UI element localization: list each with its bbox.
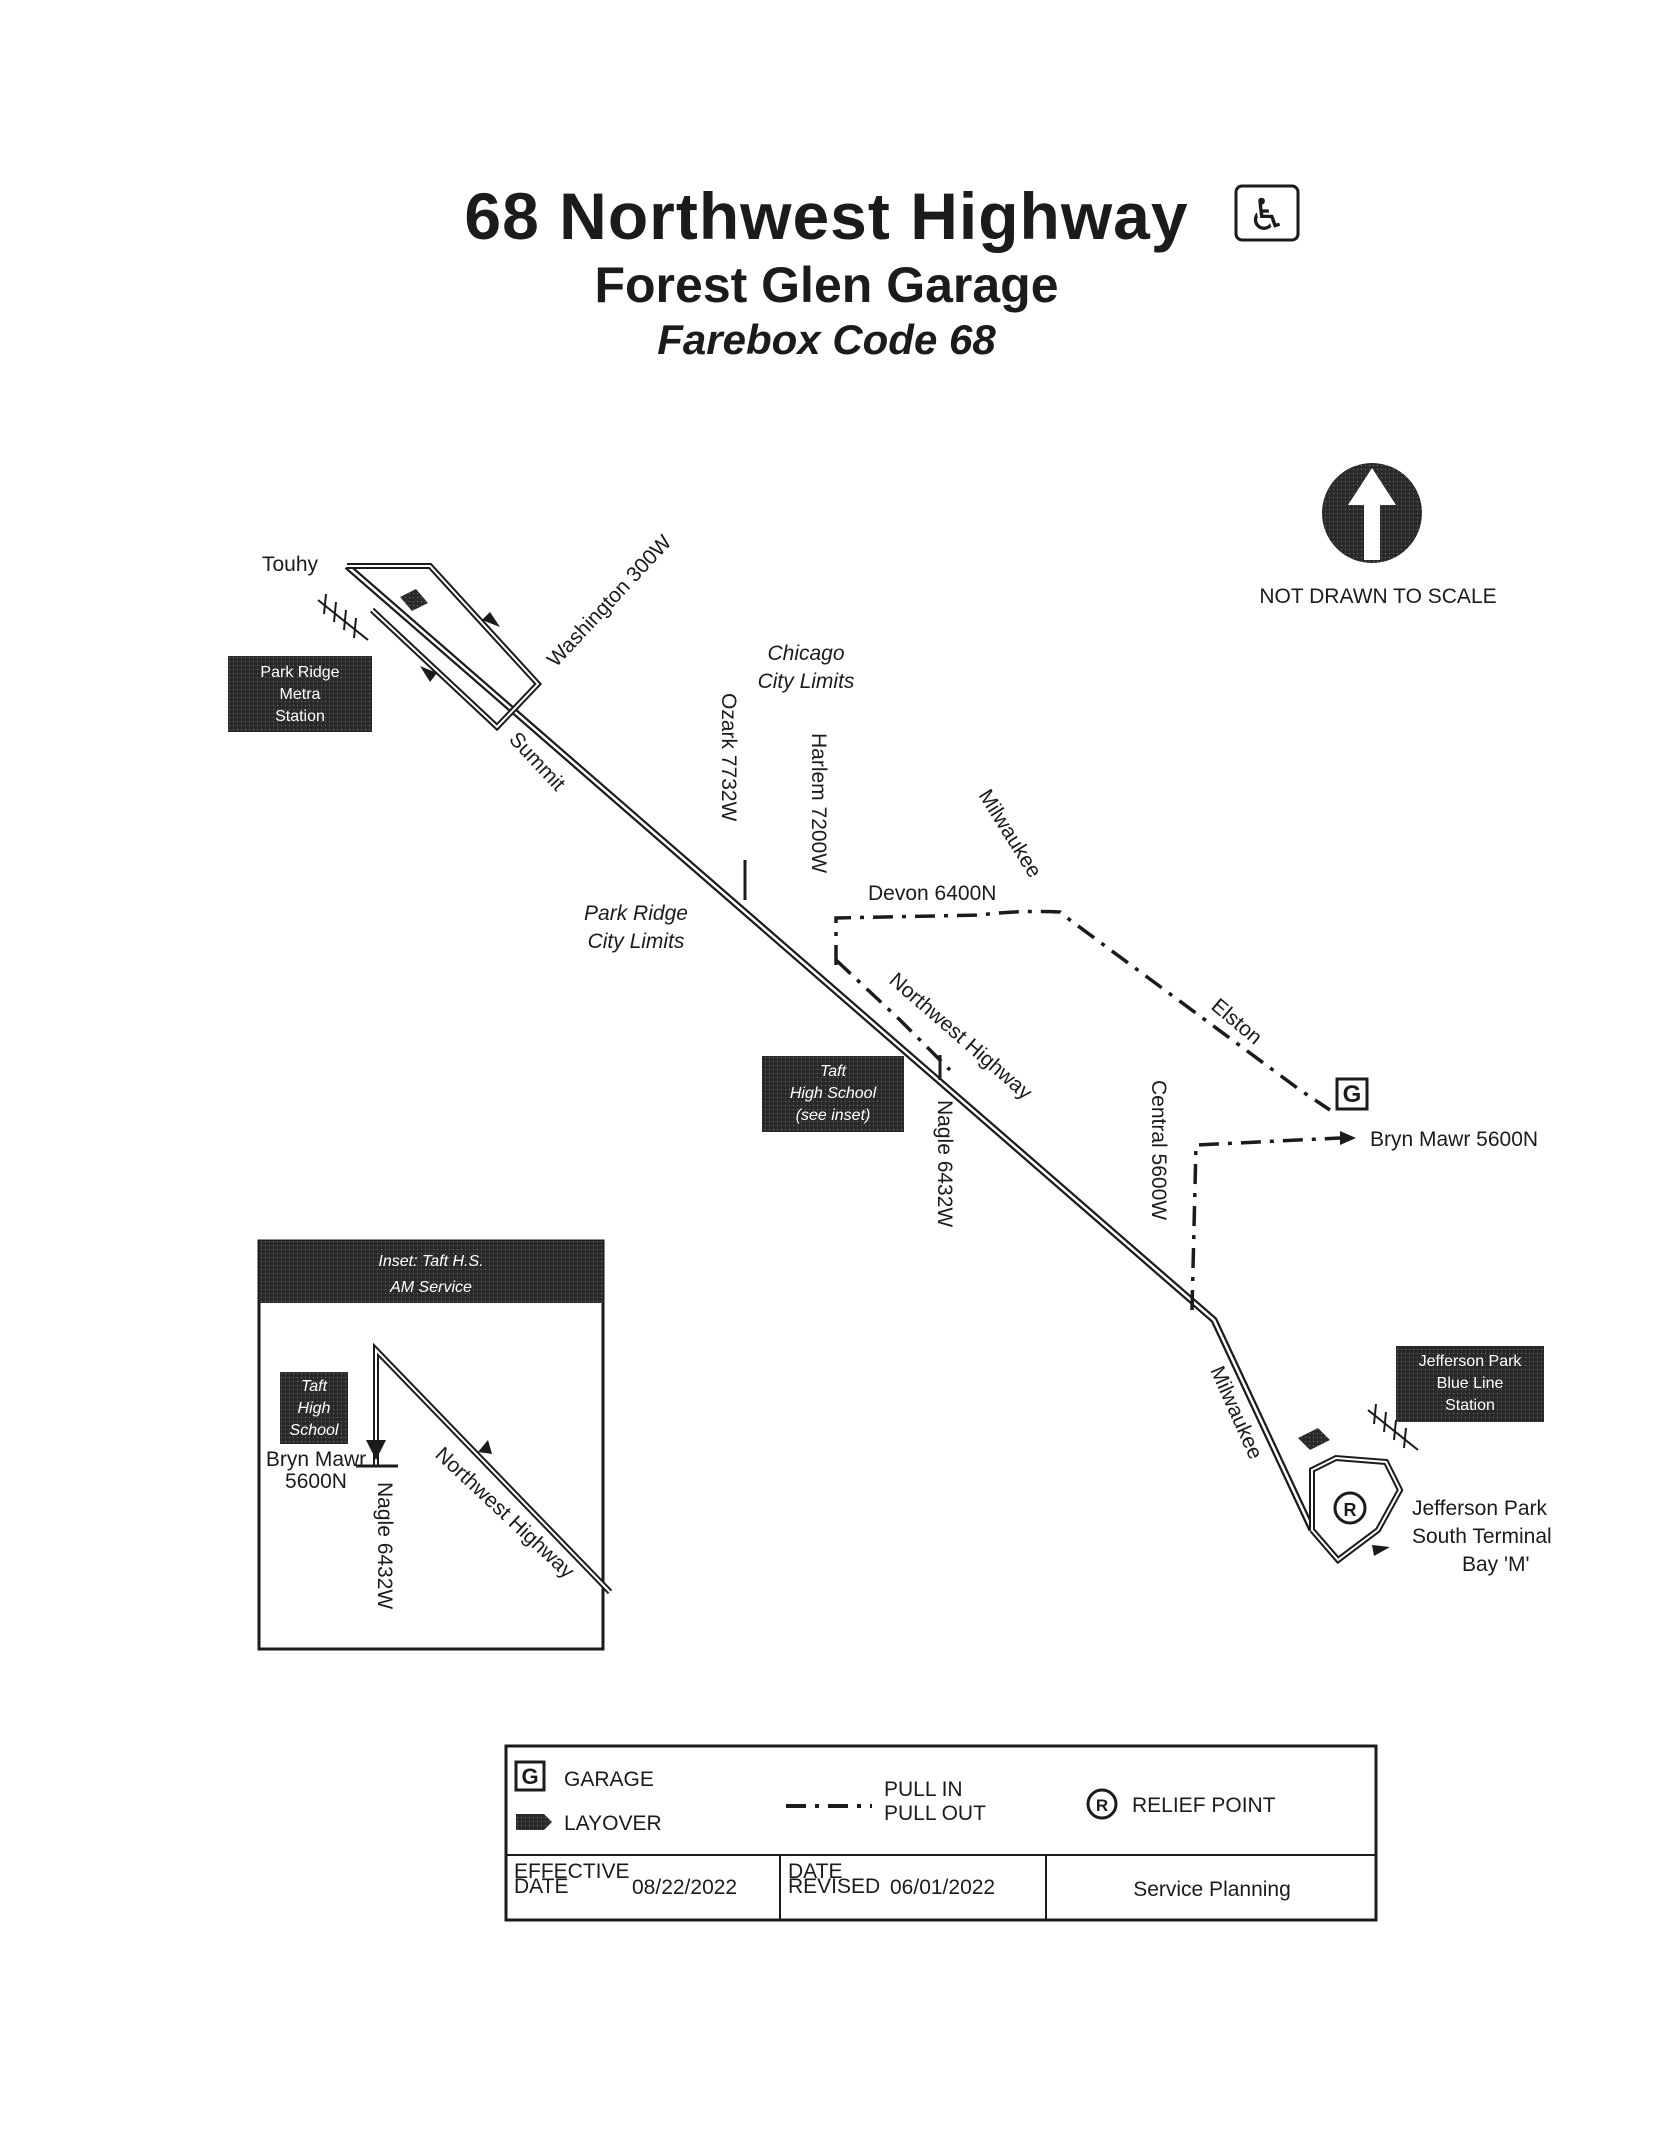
legend-box: G GARAGE LAYOVER PULL IN PULL OUT R RELI… [504, 1744, 1378, 1922]
svg-text:Taft: Taft [301, 1378, 328, 1395]
pull-in-pull-out-lines [834, 909, 1341, 1311]
label-terminal-1: Jefferson Park [1412, 1497, 1548, 1520]
accessible-icon: ♿ [1234, 184, 1300, 242]
inset-nagle: Nagle 6432W [373, 1482, 396, 1609]
inset-bryn-mawr-1: Bryn Mawr [266, 1448, 366, 1471]
label-central: Central 5600W [1147, 1080, 1170, 1220]
svg-text:Metra: Metra [280, 686, 321, 703]
svg-text:R: R [1344, 1500, 1357, 1520]
legend-pull-out: PULL OUT [884, 1802, 986, 1825]
svg-text:G: G [1343, 1081, 1362, 1108]
legend-layover-label: LAYOVER [564, 1812, 662, 1835]
label-summit: Summit [504, 728, 569, 796]
label-harlem: Harlem 7200W [807, 733, 830, 873]
svg-text:Taft: Taft [820, 1063, 847, 1080]
park-ridge-metra-box: Park Ridge Metra Station [228, 656, 372, 732]
legend-revised-label-1: DATE [788, 1860, 842, 1883]
legend-department: Service Planning [1133, 1878, 1291, 1901]
svg-text:Station: Station [1445, 1397, 1495, 1414]
svg-text:(see inset): (see inset) [796, 1107, 871, 1124]
label-nagle: Nagle 6432W [933, 1100, 956, 1227]
garage-icon: G [1335, 1077, 1369, 1111]
farebox-code: Farebox Code 68 [657, 316, 996, 363]
legend-pull-in: PULL IN [884, 1778, 963, 1801]
label-touhy: Touhy [262, 553, 319, 576]
north-arrow-icon [1322, 463, 1422, 563]
inset-title-1: Inset: Taft H.S. [378, 1253, 483, 1270]
pull-arrow-heads [1340, 1131, 1356, 1145]
legend-relief-label: RELIEF POINT [1132, 1794, 1276, 1817]
label-park-ridge-limits-2: City Limits [588, 930, 685, 953]
taft-high-school-box: Taft High School (see inset) [762, 1056, 904, 1132]
rail-station-icon [317, 593, 1419, 1451]
label-washington: Washington 300W [543, 531, 676, 672]
label-terminal-3: Bay 'M' [1462, 1553, 1530, 1576]
svg-text:High: High [298, 1400, 331, 1417]
label-bryn-mawr: Bryn Mawr 5600N [1370, 1128, 1538, 1151]
route-title: 68 Northwest Highway [464, 179, 1189, 253]
svg-text:♿: ♿ [1247, 190, 1286, 241]
inset-bryn-mawr-2: 5600N [285, 1470, 347, 1493]
not-to-scale-note: NOT DRAWN TO SCALE [1259, 585, 1496, 608]
legend-effective-label-2: DATE [514, 1875, 568, 1898]
svg-text:High School: High School [790, 1085, 877, 1102]
legend-garage-label: GARAGE [564, 1768, 654, 1791]
label-elston: Elston [1207, 994, 1267, 1049]
jefferson-park-blue-line-box: Jefferson Park Blue Line Station [1396, 1346, 1544, 1422]
svg-text:School: School [290, 1422, 339, 1439]
label-terminal-2: South Terminal [1412, 1525, 1552, 1548]
legend-revised-label-2: REVISED [788, 1875, 880, 1898]
route-line [344, 563, 1404, 1565]
svg-text:Station: Station [275, 708, 325, 725]
svg-text:Park Ridge: Park Ridge [260, 664, 339, 681]
legend-revised-date: 06/01/2022 [890, 1876, 995, 1899]
inset-title-2: AM Service [389, 1279, 472, 1296]
garage-subtitle: Forest Glen Garage [594, 257, 1059, 313]
label-northwest-highway: Northwest Highway [885, 968, 1037, 1104]
label-chicago-limits-1: Chicago [767, 642, 844, 665]
legend-relief-icon: R [1086, 1788, 1118, 1820]
svg-text:Jefferson Park: Jefferson Park [1419, 1353, 1523, 1370]
svg-text:Blue Line: Blue Line [1437, 1375, 1504, 1392]
label-chicago-limits-2: City Limits [758, 670, 855, 693]
label-park-ridge-limits-1: Park Ridge [584, 902, 688, 925]
label-devon: Devon 6400N [868, 882, 996, 905]
legend-layover-icon [516, 1814, 552, 1830]
legend-effective-label-1: EFFECTIVE [514, 1860, 630, 1883]
label-ozark: Ozark 7732W [717, 693, 740, 822]
legend-garage-icon: G [514, 1760, 546, 1792]
svg-text:R: R [1096, 1796, 1108, 1815]
svg-text:G: G [521, 1764, 538, 1789]
layover-icon [400, 589, 1330, 1450]
relief-point-icon: R [1333, 1491, 1367, 1525]
cross-street-ticks [743, 860, 942, 1080]
inset-taft-am-service: Inset: Taft H.S. AM Service Taft High Sc… [257, 1239, 613, 1651]
legend-effective-date: 08/22/2022 [632, 1876, 737, 1899]
direction-arrows [420, 612, 1390, 1556]
label-milwaukee-north: Milwaukee [974, 785, 1046, 881]
